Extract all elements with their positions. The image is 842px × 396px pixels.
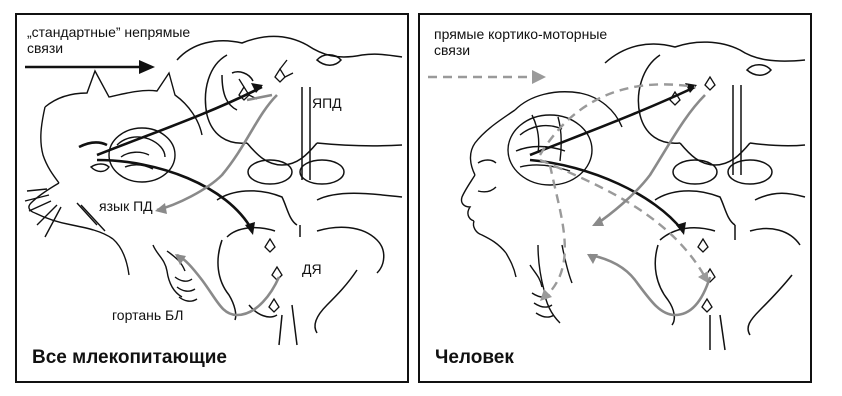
panel-all-mammals: „стандартные” непрямые связи ЯПД язык ПД… xyxy=(15,13,409,383)
legend-indirect-label: „стандартные” непрямые связи xyxy=(27,24,190,56)
grey-pathways xyxy=(590,95,710,315)
neurons xyxy=(239,60,293,312)
label-ypd: ЯПД xyxy=(312,95,342,111)
black-pathways xyxy=(530,87,695,230)
panel-title-left: Все млекопитающие xyxy=(32,347,227,369)
human-brain-illustration xyxy=(420,15,810,381)
panel-title-right: Человек xyxy=(435,347,514,369)
human-head-outline xyxy=(461,92,622,323)
label-larynx: гортань БЛ xyxy=(112,307,183,323)
larynx-outline xyxy=(153,245,197,301)
panel-human: прямые кортико-моторные связи Человек xyxy=(418,13,812,383)
label-tongue: язык ПД xyxy=(99,198,153,214)
label-dya: ДЯ xyxy=(302,261,322,277)
cat-brain-illustration xyxy=(17,15,407,381)
grey-pathways xyxy=(157,95,279,315)
neurons xyxy=(670,77,715,312)
legend-direct-label: прямые кортико-моторные связи xyxy=(434,26,607,58)
